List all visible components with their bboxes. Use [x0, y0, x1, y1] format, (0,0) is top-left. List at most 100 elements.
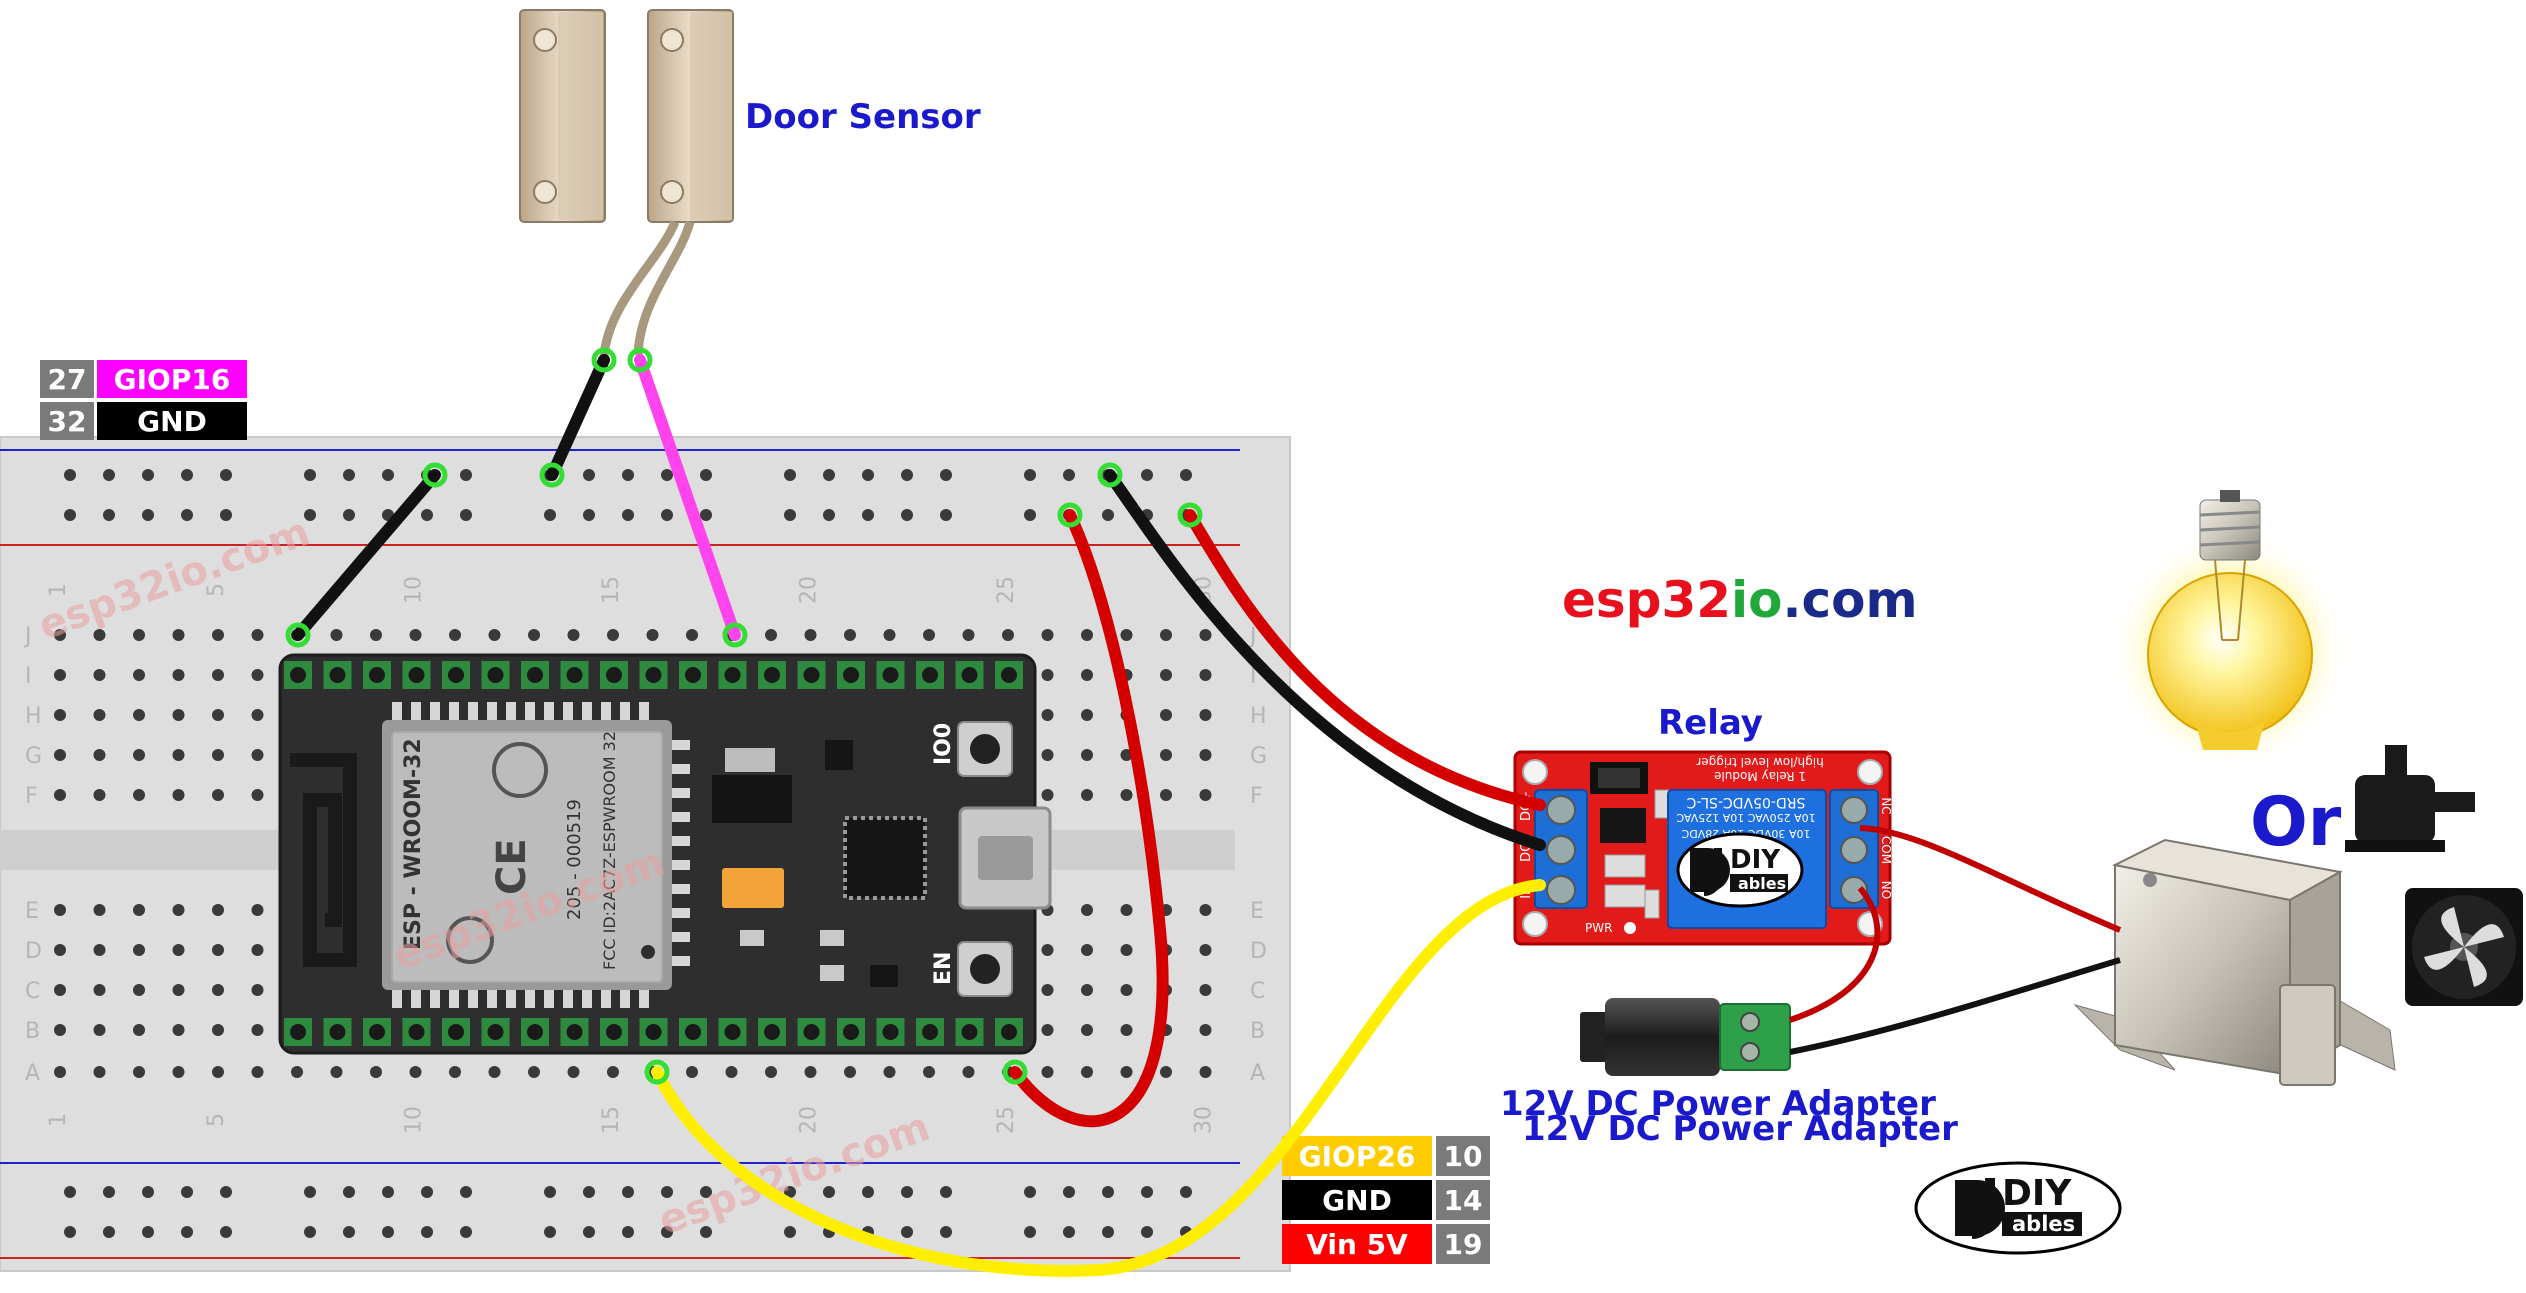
rail-hole	[622, 1186, 634, 1198]
smd-resistor-3	[820, 965, 844, 981]
rail-hole	[1063, 1226, 1075, 1238]
rail-hole	[1024, 1226, 1036, 1238]
breadboard-hole	[1160, 1066, 1172, 1078]
column-number-top: 10	[402, 576, 427, 604]
rail-hole	[784, 1186, 796, 1198]
breadboard-hole	[1160, 749, 1172, 761]
breadboard-hole	[212, 629, 224, 641]
esp32-pin-hole	[803, 667, 820, 683]
module-pad-bottom	[620, 990, 630, 1008]
module-pad-bottom	[468, 990, 478, 1008]
rail-hole	[142, 1226, 154, 1238]
module-pad-bottom	[639, 990, 649, 1008]
esp32-pin-hole	[606, 667, 622, 683]
rail-hole	[700, 1186, 712, 1198]
module-pads	[392, 702, 690, 1008]
relay-diy-text: DIY	[1730, 845, 1781, 875]
esp32-pin-hole	[843, 1024, 859, 1040]
breadboard-hole	[1081, 789, 1093, 801]
esp32-pin-hole	[843, 667, 859, 683]
rail-hole	[661, 509, 673, 521]
esp32-pin-hole	[448, 667, 464, 683]
breadboard-hole	[923, 629, 935, 641]
module-pad-top	[582, 702, 592, 720]
module-pad-side	[672, 740, 690, 750]
esp32-cert-text: 205 - 000519	[564, 799, 585, 920]
pin-name-cell	[1282, 1224, 1432, 1264]
diy-logo-text: DIY	[2002, 1173, 2072, 1214]
water-pump-icon	[2345, 745, 2475, 852]
breadboard-hole	[54, 709, 66, 721]
wire-relay-no-to-jack	[1789, 886, 1881, 1023]
breadboard-hole	[1160, 669, 1172, 681]
rail-hole	[220, 1186, 232, 1198]
row-letter-right: F	[1250, 784, 1263, 809]
breadboard-hole	[883, 629, 896, 641]
breadboard-hole	[1081, 709, 1093, 721]
breadboard-hole	[172, 904, 185, 916]
rail-hole	[784, 469, 796, 481]
breadboard-hole	[1041, 1066, 1054, 1078]
brand-com: .com	[1783, 571, 1918, 629]
breadboard-hole	[1120, 984, 1133, 996]
breadboard-hole	[251, 709, 264, 721]
esp32-pin-hole	[961, 1024, 978, 1040]
row-letter-left: I	[25, 664, 32, 689]
breadboard-hole	[1199, 1066, 1212, 1078]
rail-hole	[1180, 469, 1192, 481]
breadboard-hole	[93, 1024, 106, 1036]
column-number-top: 25	[994, 576, 1019, 604]
breadboard-hole	[1081, 944, 1093, 956]
breadboard-hole	[93, 904, 106, 916]
breadboard-hole	[1041, 629, 1054, 641]
rail-hole	[343, 469, 355, 481]
breadboard-hole	[54, 904, 66, 916]
optocoupler	[1600, 808, 1646, 843]
breadboard-hole	[1081, 749, 1093, 761]
breadboard-hole	[370, 1066, 382, 1078]
module-pad-bottom	[392, 990, 402, 1008]
breadboard-hole	[1081, 629, 1093, 641]
wire-endpoint	[1002, 1059, 1028, 1085]
breadboard-hole	[133, 904, 145, 916]
esp32-pin-hole	[448, 1024, 464, 1040]
row-letter-left: D	[25, 939, 42, 964]
rail-hole	[1102, 1226, 1114, 1238]
voltage-regulator	[712, 775, 792, 823]
column-number-bottom: 10	[402, 1106, 427, 1134]
row-letter-right: E	[1250, 899, 1264, 924]
smd-resistor-2	[820, 930, 844, 946]
esp32-pin-hole	[685, 667, 701, 683]
row-letter-left: B	[25, 1019, 40, 1044]
rail-hole	[862, 1186, 874, 1198]
rail-hole	[862, 509, 874, 521]
rail-hole	[103, 1186, 115, 1198]
breadboard-hole	[172, 984, 185, 996]
breadboard-hole	[251, 1066, 264, 1078]
breadboard-hole	[1199, 944, 1212, 956]
rail-hole	[343, 509, 355, 521]
breadboard-hole	[607, 1066, 619, 1078]
breadboard-hole	[251, 984, 264, 996]
column-number-bottom: 25	[994, 1106, 1019, 1134]
wire-endpoint	[1057, 502, 1083, 528]
rail-hole	[64, 1186, 76, 1198]
row-letter-right: H	[1250, 704, 1267, 729]
power-adapter-label-2: 12V DC Power Adapter	[1522, 1109, 1958, 1149]
module-pad-side	[672, 788, 690, 798]
io0-button-cap	[970, 734, 1000, 764]
rail-hole	[304, 1226, 316, 1238]
esp32-pin-hole	[922, 667, 938, 683]
wire-endpoint	[722, 622, 748, 648]
breadboard-hole	[54, 1024, 66, 1036]
wire-relay-com-to-lock	[1859, 825, 2122, 933]
breadboard-hole	[1120, 749, 1133, 761]
breadboard-hole	[1120, 1024, 1133, 1036]
relay-ables-text: ables	[1738, 874, 1786, 893]
breadboard-hole	[251, 629, 264, 641]
rail-hole	[1141, 469, 1153, 481]
rail-hole	[1102, 1186, 1114, 1198]
esp32-board: ESP - WROOM-32 205 - 000519 FCC ID:2AC7Z…	[278, 653, 1052, 1055]
module-pad-bottom	[430, 990, 440, 1008]
